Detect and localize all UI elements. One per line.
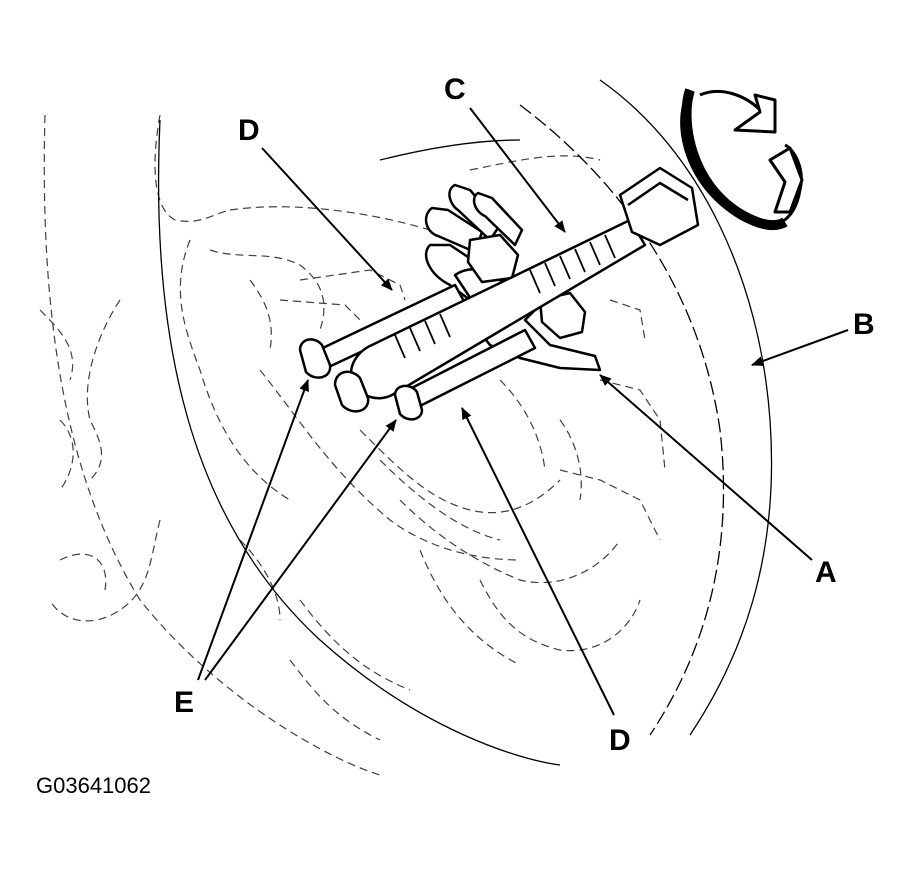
leader-a — [599, 374, 813, 561]
leader-c — [469, 107, 566, 233]
callout-a: A — [815, 556, 837, 589]
leader-d-top — [261, 147, 393, 291]
leader-e-2 — [204, 419, 397, 681]
puller-tool — [298, 166, 700, 421]
callout-c: C — [444, 73, 466, 106]
screw-threads — [394, 234, 616, 359]
figure-id: G03641062 — [36, 773, 151, 798]
callout-d-bottom: D — [609, 724, 631, 757]
screw-hex-head — [618, 166, 700, 247]
leader-b — [751, 329, 849, 366]
screw-tip — [333, 370, 370, 413]
callout-d-top: D — [238, 114, 260, 147]
leader-lines — [197, 107, 849, 716]
leader-e-1 — [197, 379, 309, 681]
rotation-arrow-icon — [680, 88, 804, 231]
wheel-arcs — [157, 79, 773, 766]
side-nut — [538, 291, 587, 340]
callout-e: E — [174, 686, 195, 719]
callout-b: B — [853, 308, 875, 341]
bolt-head-e-lower — [393, 384, 424, 421]
bolt-head-e-upper — [298, 338, 332, 379]
background-hub-outline — [39, 114, 666, 776]
leader-d-bottom — [461, 407, 615, 716]
